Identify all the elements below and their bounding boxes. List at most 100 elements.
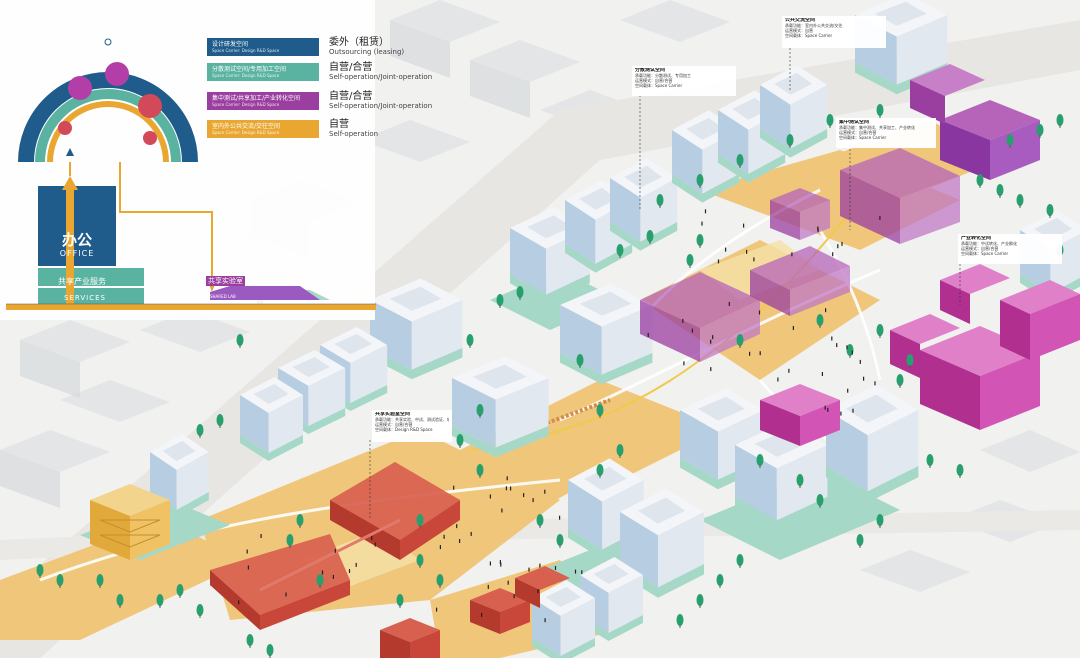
person bbox=[759, 351, 761, 356]
person bbox=[859, 359, 861, 364]
person bbox=[831, 336, 833, 341]
callout-title: 集中测试空间 bbox=[839, 120, 870, 125]
person bbox=[777, 377, 779, 382]
person bbox=[470, 531, 472, 536]
people bbox=[238, 209, 881, 623]
person bbox=[374, 542, 376, 547]
person bbox=[827, 407, 829, 412]
legend-item-concentrated-pilot: 集中测试/共享加工/产业转化空间 Space Carrier: Design R… bbox=[207, 91, 433, 110]
person bbox=[260, 534, 262, 538]
person bbox=[554, 566, 557, 570]
person bbox=[332, 574, 334, 579]
callout-line: 承载功能：室内外公共交流/交往 bbox=[785, 23, 843, 28]
callout-pilot-test: 分散测试空间 承载功能：分散测试、专用加工 运营模式：自营/合营 空间载体：Sp… bbox=[632, 66, 736, 96]
legend-operation: 自营 bbox=[329, 119, 349, 130]
callout-line: 承载功能：共享实验、中试、测试验证、转化 bbox=[375, 417, 449, 422]
callout-line: 运营模式：自营/合营 bbox=[635, 78, 673, 83]
person bbox=[746, 249, 748, 254]
person bbox=[489, 494, 491, 499]
person bbox=[832, 252, 834, 257]
person bbox=[537, 589, 539, 593]
legend-operation-en: Outsourcing (leasing) bbox=[329, 48, 405, 56]
person bbox=[487, 584, 489, 589]
person bbox=[481, 612, 483, 617]
callout-title: 共享实验室空间 bbox=[375, 412, 411, 417]
legend-operation: 自营/合营 bbox=[329, 91, 373, 102]
person bbox=[683, 361, 685, 366]
callout-shared-lab: 共享实验室空间 承载功能：共享实验、中试、测试验证、转化 运营模式：自营/合营 … bbox=[372, 410, 452, 442]
callout-line: 运营模式：自营/合营 bbox=[839, 130, 877, 135]
person bbox=[559, 515, 561, 520]
legend-item-pilot-production: 分散测试空间/专用加工空间 Space Carrier: Design R&D … bbox=[207, 62, 432, 81]
person bbox=[863, 376, 865, 381]
person bbox=[841, 241, 843, 246]
person bbox=[574, 569, 577, 574]
person bbox=[852, 408, 854, 413]
person bbox=[758, 310, 761, 315]
callout-conversion: 产业转化空间 承载功能：中试转化、产业孵化 运营模式：自营/合营 空间载体：Sp… bbox=[958, 234, 1062, 264]
person bbox=[846, 345, 848, 350]
person bbox=[500, 562, 502, 567]
person bbox=[851, 350, 853, 355]
callout-title: 公共交流空间 bbox=[785, 18, 816, 23]
legend-label-en: Space Carrier: Design R&D Space bbox=[212, 102, 280, 107]
legend-label: 集中测试/共享加工/产业转化空间 bbox=[212, 95, 301, 102]
office-label-en: OFFICE bbox=[59, 249, 95, 258]
person bbox=[788, 368, 790, 373]
person bbox=[532, 498, 534, 503]
person bbox=[817, 228, 819, 233]
person bbox=[647, 333, 649, 337]
person bbox=[824, 405, 826, 410]
person bbox=[874, 381, 876, 386]
person bbox=[821, 372, 823, 376]
person bbox=[436, 607, 438, 612]
person bbox=[247, 565, 249, 570]
person bbox=[456, 524, 458, 529]
person bbox=[792, 326, 794, 330]
person bbox=[523, 493, 525, 498]
person bbox=[510, 486, 512, 491]
legend-swatch: 分散测试空间/专用加工空间 Space Carrier: Design R&D … bbox=[207, 63, 319, 81]
person bbox=[701, 221, 703, 226]
callout-concentrated-test: 集中测试空间 承载功能：集中测试、共享加工、产业转化 运营模式：自营/合营 空间… bbox=[836, 118, 936, 148]
person bbox=[581, 570, 583, 575]
person bbox=[443, 534, 445, 539]
legend-item-office-exchange: 室内外公共交流/交往空间 Space Carrier: Design R&D S… bbox=[207, 119, 379, 138]
person bbox=[791, 252, 793, 257]
legend-operation-en: Self-operation/Joint-operation bbox=[329, 102, 433, 110]
legend-operation-en: Self-operation bbox=[329, 130, 379, 138]
callout-title: 分散测试空间 bbox=[635, 68, 666, 73]
person bbox=[749, 351, 751, 356]
person bbox=[285, 592, 287, 597]
person bbox=[544, 618, 546, 623]
legend-label: 设计研发空间 bbox=[212, 41, 249, 48]
callout-line: 承载功能：分散测试、专用加工 bbox=[635, 73, 691, 78]
person bbox=[837, 244, 839, 249]
person bbox=[725, 247, 727, 252]
person bbox=[507, 580, 509, 585]
services-label-cn: 共享产业服务 bbox=[58, 277, 106, 286]
person bbox=[753, 257, 755, 262]
amenity-building bbox=[90, 484, 170, 560]
person bbox=[544, 489, 546, 494]
person bbox=[506, 476, 508, 481]
person bbox=[712, 335, 714, 340]
legend-swatch: 设计研发空间 Space Carrier: Design R&D Space bbox=[207, 38, 319, 56]
services-label-en: SERVICES bbox=[64, 294, 106, 302]
person bbox=[501, 508, 503, 513]
shared-lab-buildings bbox=[210, 462, 570, 658]
person bbox=[840, 411, 842, 416]
industrial-conversion-buildings bbox=[760, 264, 1080, 446]
person bbox=[246, 549, 248, 554]
person bbox=[238, 600, 240, 605]
legend-label-en: Space Carrier: Design R&D Space bbox=[212, 48, 280, 53]
callout-public-exchange: 公共交流空间 承载功能：室内外公共交流/交往 运营模式：自营 空间载体：Spac… bbox=[782, 16, 886, 48]
person bbox=[355, 562, 357, 567]
callout-line: 承载功能：中试转化、产业孵化 bbox=[961, 241, 1017, 246]
callout-title: 产业转化空间 bbox=[961, 236, 992, 241]
shared-lab-label-cn: 共享实验室 bbox=[206, 276, 245, 286]
office-label: 办公 OFFICE bbox=[38, 232, 116, 259]
callout-line: 空间载体：Space Carrier bbox=[961, 251, 1009, 256]
person bbox=[499, 560, 501, 565]
